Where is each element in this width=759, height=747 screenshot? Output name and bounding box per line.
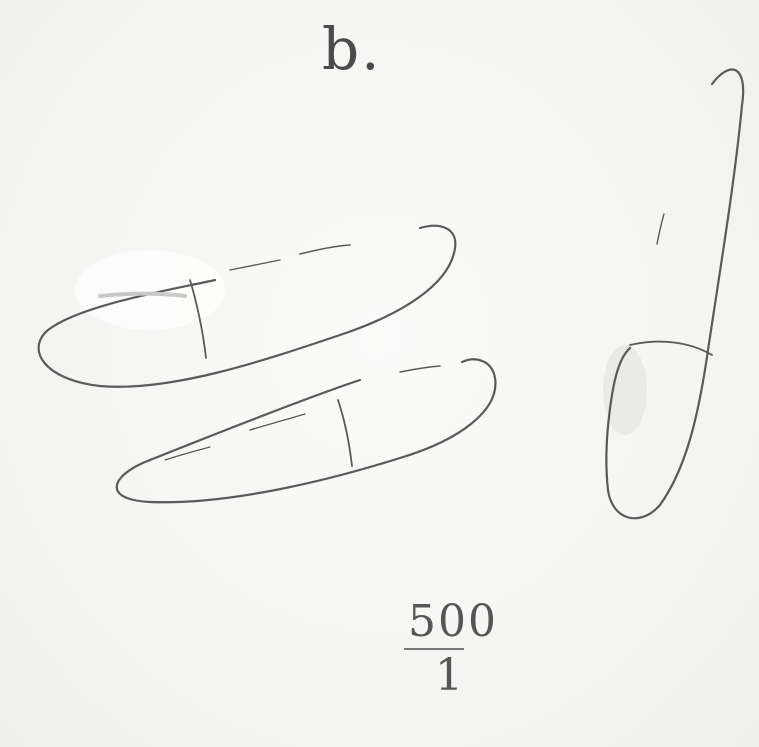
upper-cell-inner-line-1 xyxy=(299,244,351,255)
paper-smudge-right xyxy=(603,345,647,435)
upper-cell xyxy=(37,224,457,388)
upper-cell-outline xyxy=(37,224,457,388)
lower-cell-outline xyxy=(115,358,497,504)
lower-cell-inner-line-1 xyxy=(399,365,441,373)
hooked-filament xyxy=(605,68,745,520)
filament-septum xyxy=(629,340,713,356)
magnification-denominator: 1 xyxy=(435,650,463,701)
upper-cell-septum xyxy=(189,279,207,359)
fraction-bar xyxy=(404,648,464,650)
lower-cell-septum xyxy=(337,399,353,467)
filament-inner-mark xyxy=(656,213,665,245)
lower-cell xyxy=(115,358,497,504)
magnification-label: 500 1 xyxy=(388,600,518,698)
figure-label: b. xyxy=(322,15,382,83)
filament-outline xyxy=(605,68,745,520)
upper-cell-inner-line-2 xyxy=(229,259,281,271)
lower-cell-inner-line-3 xyxy=(164,446,211,461)
magnification-numerator: 500 xyxy=(408,596,498,647)
paper-smudge-left xyxy=(75,250,225,330)
lower-cell-inner-line-2 xyxy=(249,413,306,431)
upper-cell-faint-stroke xyxy=(98,291,187,298)
